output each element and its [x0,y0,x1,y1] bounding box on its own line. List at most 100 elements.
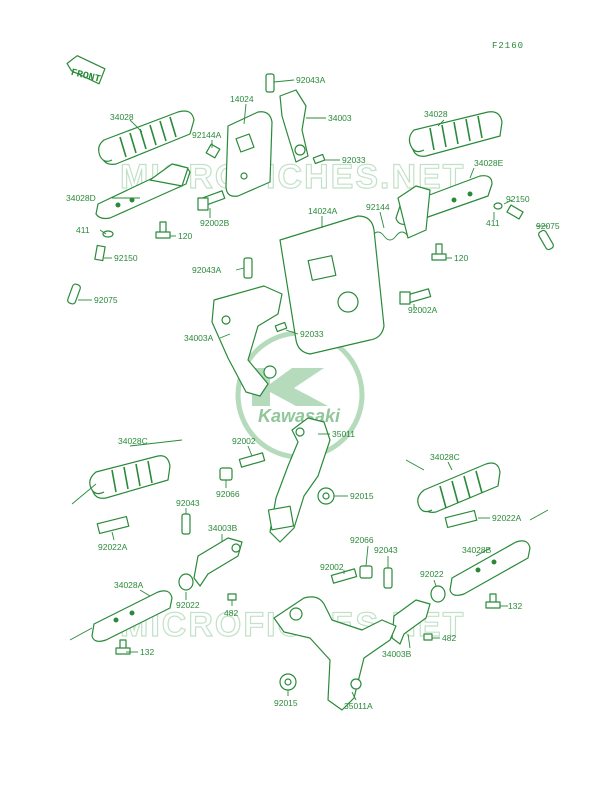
label-411-left: 411 [76,225,90,235]
figure-code: F2160 [492,41,524,51]
bracket-34003B-right [391,599,431,645]
pin-92043-right [383,567,393,589]
label-482-left: 482 [224,608,238,618]
bracket-34003 [279,89,309,163]
plate-92022A-right [444,509,478,529]
label-92144A: 92144A [192,130,222,140]
pin-92075-left [67,283,81,305]
part-labels: 92043A 14024 34003 34028 92144A 92033 34… [66,75,560,711]
bolt-92002A [399,288,432,305]
step-arm-35011 [267,417,331,543]
pin-92075-right [538,229,554,251]
label-92043A-top: 92043A [296,75,326,85]
label-92150-right: 92150 [506,194,530,204]
bolt-92002-mid [238,452,266,468]
front-arrow-icon: FRONT [66,55,106,86]
label-92015-mid: 92015 [350,491,374,501]
label-92002-mid: 92002 [232,436,256,446]
footpeg-rubber-34028-left [98,110,195,165]
label-92002B: 92002B [200,218,230,228]
label-34028D: 34028D [66,193,96,203]
pin-92043A-top [265,73,275,93]
label-34028E: 34028E [474,158,504,168]
label-92075-right: 92075 [536,221,560,231]
label-92002A: 92002A [408,305,438,315]
label-92066-low: 92066 [350,535,374,545]
label-35011: 35011 [332,429,355,439]
collar-92015-mid [317,487,335,505]
label-34003: 34003 [328,113,352,123]
label-92033-top: 92033 [342,155,366,165]
footpeg-34028A [91,590,173,642]
footpeg-rubber-34028C-left [89,455,171,499]
label-34028C-left: 34028C [118,436,148,446]
bolt-132-right [485,593,501,609]
footpeg-34028D [95,163,191,220]
cotter-482-left [227,593,237,601]
label-92075-left: 92075 [94,295,118,305]
cotter-482-right [423,633,433,641]
footpeg-34028B [449,540,531,596]
label-92022-right: 92022 [420,569,444,579]
footpeg-rubber-34028-right [408,111,503,157]
label-14024A: 14024A [308,206,338,216]
label-120-left: 120 [178,231,192,241]
cotter-92033-mid [274,321,288,333]
spring-92150-left [94,244,106,262]
collar-92066-low [359,565,373,579]
bolt-120-right [431,243,447,261]
bolt-132-left [115,639,131,655]
spring-92144 [371,231,409,241]
label-92022-left: 92022 [176,600,200,610]
label-92022A-right: 92022A [492,513,522,523]
bolt-92002B [197,190,226,211]
label-92043-right: 92043 [374,545,398,555]
footpeg-34028E [395,175,493,239]
label-92033-mid: 92033 [300,329,324,339]
label-92022A-left: 92022A [98,542,128,552]
label-92066-mid: 92066 [216,489,240,499]
step-arm-35011A [273,596,397,711]
label-92002-low: 92002 [320,562,344,572]
label-482-right: 482 [442,633,456,643]
bracket-34003A [211,285,283,397]
cover-14024 [225,111,273,197]
label-34028-left: 34028 [110,112,134,122]
cotter-92033-top [312,153,326,165]
washer-92022-left [178,573,194,591]
label-92150-left: 92150 [114,253,138,263]
label-34003A: 34003A [184,333,214,343]
spring-92144A [205,143,221,159]
pin-92043-left [181,513,191,535]
label-120-right: 120 [454,253,468,263]
label-34028A: 34028A [114,580,144,590]
spring-92150-right [506,204,524,220]
label-14024: 14024 [230,94,254,104]
label-92043-left: 92043 [176,498,200,508]
label-411-right: 411 [486,218,500,228]
bolt-120-left [155,221,171,239]
collar-92066-mid [219,467,233,481]
label-34028-right: 34028 [424,109,448,119]
label-92144: 92144 [366,202,390,212]
bolt-92002-low [330,568,358,584]
label-34028B: 34028B [462,545,492,555]
washer-92022-right [430,585,446,603]
washer-411-left [102,230,114,238]
label-132-right: 132 [508,601,522,611]
pin-92043A-mid [243,257,253,279]
label-92043A-mid: 92043A [192,265,222,275]
label-34028C-right: 34028C [430,452,460,462]
logo-text: Kawasaki [258,406,341,426]
washer-411-right [493,202,503,210]
footpeg-rubber-34028C-right [417,462,501,513]
collar-92015-low [279,673,297,691]
label-34003B-left: 34003B [208,523,238,533]
bracket-34003B-left [193,537,243,587]
cover-14024A [279,215,385,355]
label-35011A: 35011A [344,701,373,711]
label-132-left: 132 [140,647,154,657]
leader-lines [69,79,549,701]
label-92015-low: 92015 [274,698,298,708]
